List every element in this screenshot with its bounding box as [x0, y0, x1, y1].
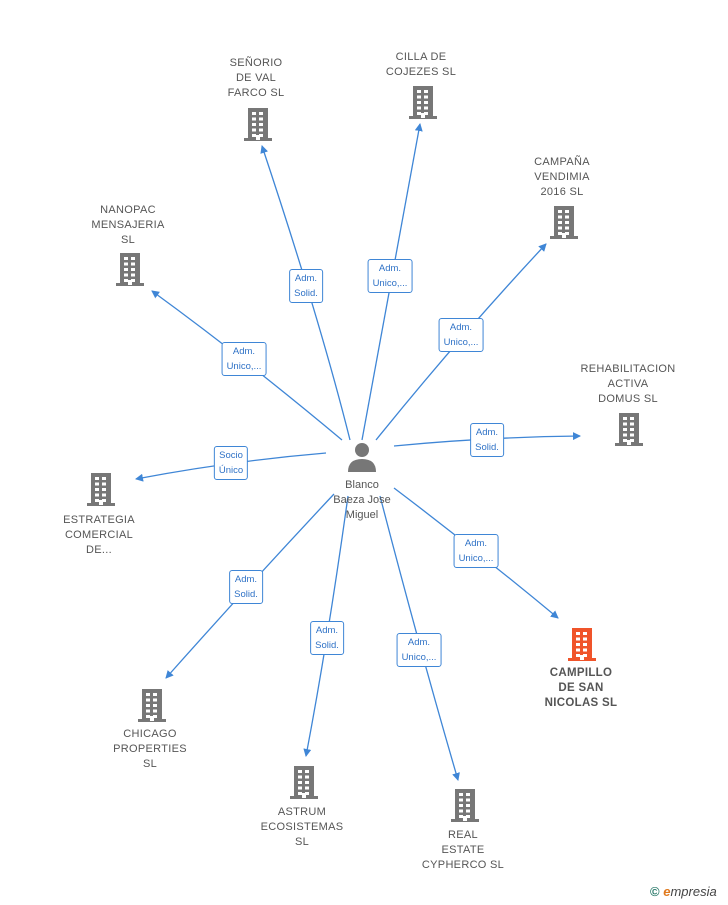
building-icon[interactable] [136, 687, 168, 728]
building-icon[interactable] [613, 411, 645, 452]
edge-label-chicago[interactable]: Adm. Solid. [229, 570, 263, 604]
edge-label-real[interactable]: Adm. Unico,... [396, 633, 442, 667]
building-icon[interactable] [242, 106, 274, 147]
building-icon[interactable] [85, 471, 117, 512]
company-label-chicago[interactable]: CHICAGO PROPERTIES SL [113, 728, 187, 770]
company-label-astrum[interactable]: ASTRUM ECOSISTEMAS SL [260, 806, 344, 848]
company-label-senorio[interactable]: SEÑORIO DE VAL FARCO SL [227, 57, 285, 99]
company-label-campillo[interactable]: CAMPILLO DE SAN NICOLAS SL [544, 667, 618, 709]
edge-label-rehab[interactable]: Adm. Solid. [470, 423, 504, 457]
company-label-real[interactable]: REAL ESTATE CYPHERCO SL [421, 829, 505, 871]
building-icon[interactable] [566, 626, 598, 667]
building-icon[interactable] [288, 764, 320, 805]
brand-e: e [663, 884, 671, 899]
company-label-rehab[interactable]: REHABILITACION ACTIVA DOMUS SL [580, 363, 676, 405]
company-label-estrategia[interactable]: ESTRATEGIA COMERCIAL DE... [63, 514, 135, 556]
edge-label-senorio[interactable]: Adm. Solid. [289, 269, 323, 303]
company-label-cilla[interactable]: CILLA DE COJEZES SL [385, 51, 457, 78]
brand-logo: © empresia [650, 884, 717, 899]
edge-label-cilla[interactable]: Adm. Unico,... [367, 259, 413, 293]
edge-label-estrategia[interactable]: Socio Único [213, 446, 249, 480]
center-person-name[interactable]: Blanco Baeza Jose Miguel [333, 479, 391, 521]
edge-label-astrum[interactable]: Adm. Solid. [310, 621, 344, 655]
person-icon[interactable] [346, 441, 378, 478]
building-icon[interactable] [548, 204, 580, 245]
copyright-symbol: © [650, 884, 660, 899]
company-label-campana[interactable]: CAMPAÑA VENDIMIA 2016 SL [534, 156, 590, 198]
edge-label-campillo[interactable]: Adm. Unico,... [453, 534, 499, 568]
edge-line-senorio [260, 145, 351, 441]
building-icon[interactable] [407, 84, 439, 125]
company-label-nanopac[interactable]: NANOPAC MENSAJERIA SL [91, 204, 165, 246]
building-icon[interactable] [114, 251, 146, 292]
building-icon[interactable] [449, 787, 481, 828]
edge-label-nanopac[interactable]: Adm. Unico,... [221, 342, 267, 376]
brand-rest: mpresia [670, 884, 717, 899]
edge-label-campana[interactable]: Adm. Unico,... [438, 318, 484, 352]
